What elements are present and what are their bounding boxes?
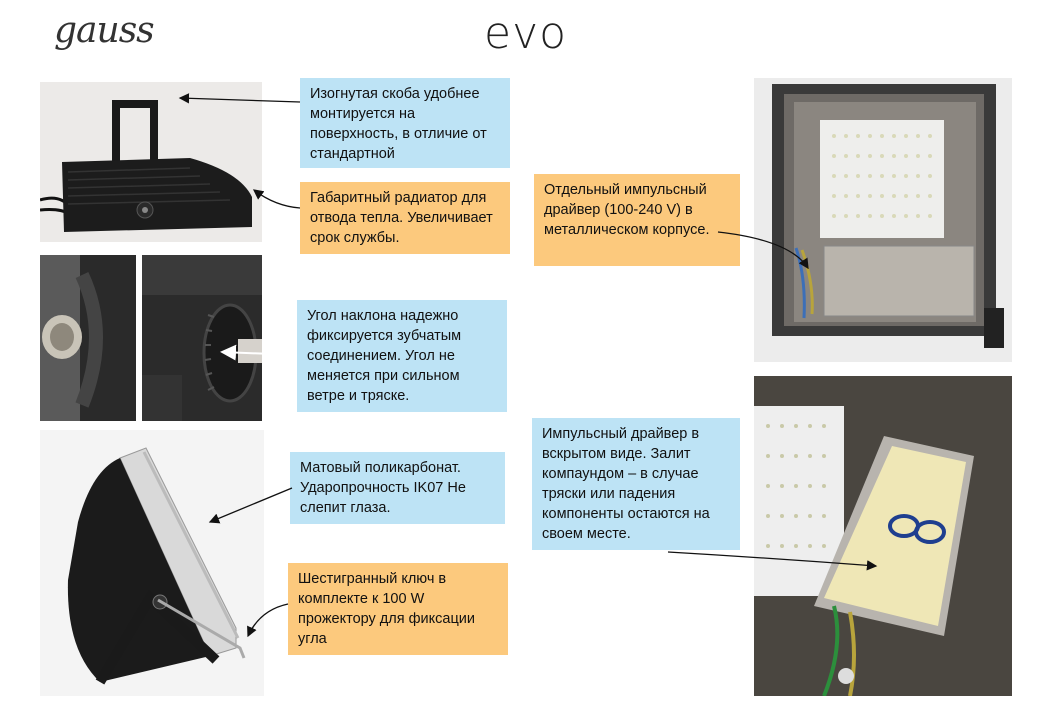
callout-bracket: Изогнутая скоба удобнее монтируется на п… [300, 78, 510, 168]
gauss-logo: gauss [54, 10, 155, 51]
evo-logo: evo [484, 8, 568, 59]
callout-polycarbonate: Матовый поликарбонат. Ударопрочность IK0… [290, 452, 505, 524]
photo-driver-potted [754, 376, 1012, 696]
callout-radiator: Габаритный радиатор для отвода тепла. Ув… [300, 182, 510, 254]
callout-driver-separate: Отдельный импульсный драйвер (100-240 V)… [534, 174, 740, 266]
photo-open-housing [754, 78, 1012, 362]
photo-bracket-side [40, 82, 262, 242]
photo-floodlight-stand [40, 430, 264, 696]
photo-tilt-right [142, 255, 262, 421]
callout-tilt: Угол наклона надежно фиксируется зубчаты… [297, 300, 507, 412]
callout-hex-key: Шестигранный ключ в комплекте к 100 W пр… [288, 563, 508, 655]
photo-tilt-left [40, 255, 136, 421]
callout-driver-open: Импульсный драйвер в вскрытом виде. Зали… [532, 418, 740, 550]
